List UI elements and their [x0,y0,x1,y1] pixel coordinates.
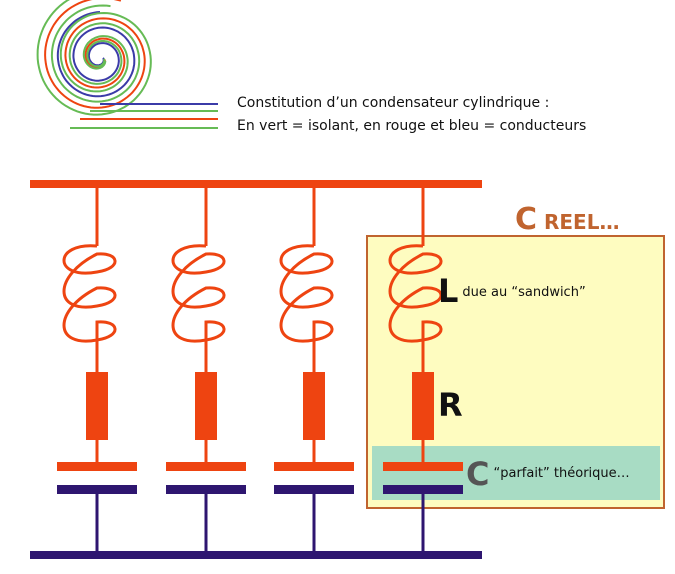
resistance-letter: R [438,386,463,424]
capacitor-plate-top-3 [274,462,354,471]
capacitor-plate-bottom-1 [57,485,137,494]
spiral-blue-conductor [56,11,136,98]
spiral-capacitor-illustration [36,0,218,129]
capacitor-plate-top-2 [166,462,246,471]
caption-line-1: Constitution d’un condensateur cylindriq… [237,95,550,111]
top-bus-bar [30,180,482,188]
resistor-3 [303,372,325,440]
capacitor-plate-bottom-2 [166,485,246,494]
capacitor-plate-bottom-4 [383,485,463,494]
capacitance-letter: C [466,455,490,493]
capacitor-plate-bottom-3 [274,485,354,494]
spiral-red-conductor [44,0,146,109]
inductance-letter: L [438,272,459,310]
spiral-green-insulator [50,4,141,103]
real-capacitor-title: C REEL… [515,202,619,237]
capacitance-text: “parfait” théorique… [493,466,630,481]
caption-line-2: En vert = isolant, en rouge et bleu = co… [237,118,587,134]
resistor-4 [412,372,434,440]
capacitance-label: C“parfait” théorique… [466,455,630,493]
title-rest: REEL… [537,210,620,234]
inductor-coil-1 [62,244,117,343]
inductor-coil-3 [279,244,334,343]
inductance-text: due au “sandwich” [462,285,586,300]
capacitor-plate-top-1 [57,462,137,471]
resistance-label: R [438,386,463,424]
spiral-green-insulator-2 [36,0,152,116]
inductor-coil-2 [171,244,226,343]
title-letter: C [515,202,538,237]
capacitor-plate-top-4 [383,462,463,471]
bottom-bus-bar [30,551,482,559]
resistor-1 [86,372,108,440]
resistor-2 [195,372,217,440]
